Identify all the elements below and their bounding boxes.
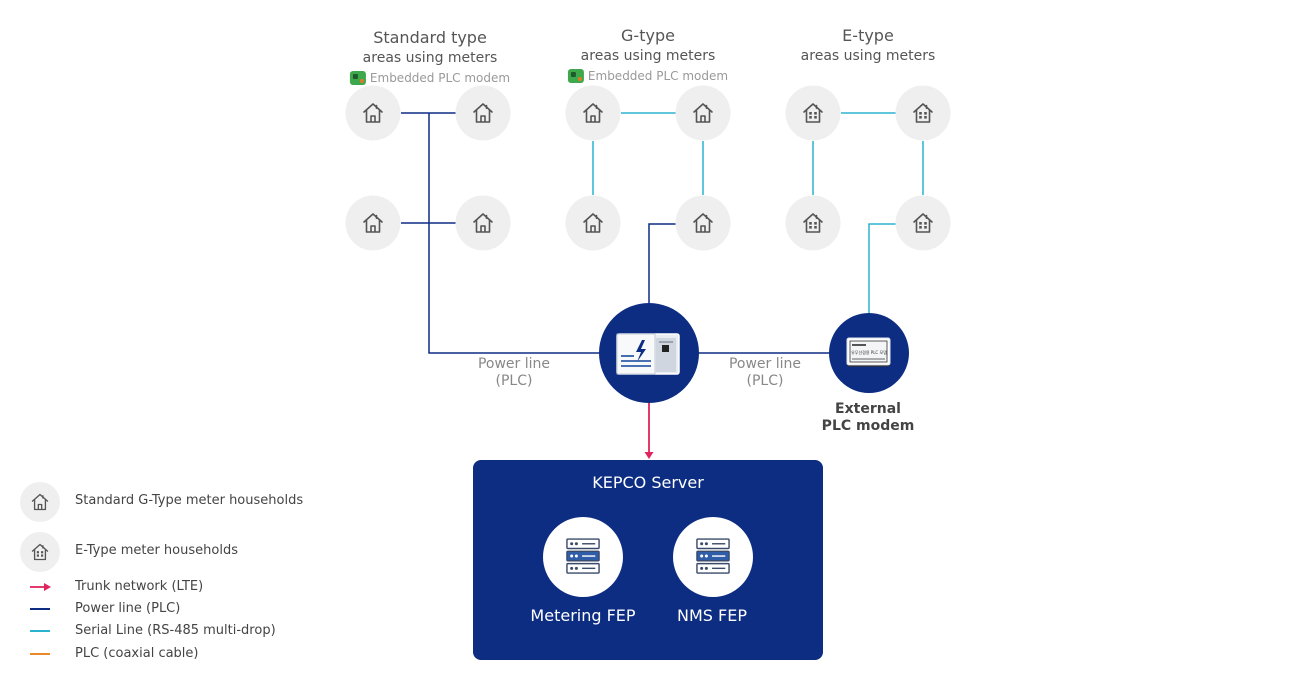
g-area-subtitle: areas using meters xyxy=(580,48,716,64)
e-type-house xyxy=(785,85,841,141)
g-type-house xyxy=(675,85,731,141)
g-area-serial-lines xyxy=(592,112,704,195)
e-area-subtitle: areas using meters xyxy=(800,48,936,64)
legend-etype-household: E-Type meter households xyxy=(75,543,238,558)
legend-trunk-arrow-icon xyxy=(30,583,51,591)
g-area-modem: Embedded PLC modem xyxy=(567,66,729,86)
standard-house xyxy=(345,195,401,251)
g-area-heading: G-type xyxy=(621,26,675,45)
g-type-house xyxy=(565,85,621,141)
metering-fep-label: Metering FEP xyxy=(530,606,636,625)
trunk-network-arrow xyxy=(644,403,654,459)
external-plc-modem-icon: 유무선겸용 PLC 모뎀 xyxy=(829,313,909,393)
legend-plc-coax: PLC (coaxial cable) xyxy=(75,646,199,661)
g-area-title: G-type areas using meters Embedded PLC m… xyxy=(567,26,729,86)
e-type-house xyxy=(895,195,951,251)
metering-fep-icon xyxy=(543,517,623,597)
external-modem-label: External PLC modem xyxy=(821,401,915,434)
e-type-house xyxy=(895,85,951,141)
standard-area-modem: Embedded PLC modem xyxy=(349,68,511,88)
e-area-title: E-type areas using meters xyxy=(801,26,936,66)
left-power-line-label: Power line (PLC) xyxy=(477,356,551,389)
e-type-house xyxy=(785,195,841,251)
g-type-house xyxy=(675,195,731,251)
g-area-modem-label: Embedded PLC modem xyxy=(587,69,729,83)
standard-area-modem-label: Embedded PLC modem xyxy=(369,71,511,85)
standard-house xyxy=(345,85,401,141)
e-area-heading: E-type xyxy=(842,26,894,45)
standard-area-heading: Standard type xyxy=(373,28,487,47)
standard-area-subtitle: areas using meters xyxy=(362,50,498,66)
nms-fep-label: NMS FEP xyxy=(677,606,747,625)
external-modem-screen-text: 유무선겸용 PLC 모뎀 xyxy=(851,349,887,355)
legend-standard-household: Standard G-Type meter households xyxy=(75,493,304,508)
kepco-server-title: KEPCO Server xyxy=(592,473,704,492)
plc-modem-chip-icon xyxy=(349,71,366,85)
standard-area-title: Standard type areas using meters Embedde… xyxy=(349,28,511,88)
legend-power-line: Power line (PLC) xyxy=(75,601,181,616)
standard-house xyxy=(455,85,511,141)
right-power-line-label: Power line (PLC) xyxy=(728,356,802,389)
legend-serial-line: Serial Line (RS-485 multi-drop) xyxy=(75,623,276,638)
nms-fep-icon xyxy=(673,517,753,597)
transformer-icon xyxy=(599,303,699,403)
standard-house xyxy=(455,195,511,251)
g-type-house xyxy=(565,195,621,251)
legend-apartment-icon xyxy=(20,532,60,572)
plc-modem-chip-icon xyxy=(567,69,584,83)
standard-area-power-lines xyxy=(401,112,600,354)
kepco-server-box xyxy=(473,460,823,660)
legend-house-icon xyxy=(20,482,60,522)
legend-trunk-network: Trunk network (LTE) xyxy=(75,579,204,594)
